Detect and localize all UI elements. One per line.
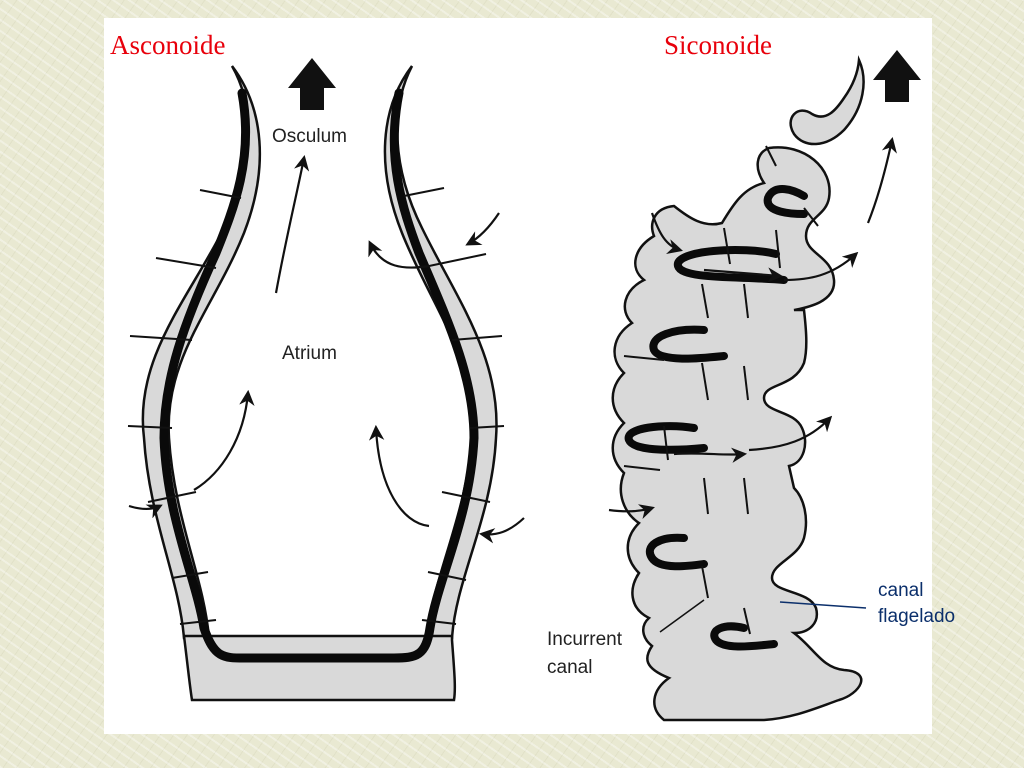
asconoid-left-segments <box>127 189 242 625</box>
osculum-arrow-icon <box>288 58 336 110</box>
osculum-label: Osculum <box>272 126 347 147</box>
syconoid-body <box>611 55 865 722</box>
asconoid-choanoderm <box>159 88 479 663</box>
canal-flagelado-leader <box>779 601 867 609</box>
canal-flagelado-label: canal flagelado <box>878 580 956 627</box>
asconoid-flow-arrows <box>128 58 525 544</box>
asconoid-right-segments <box>403 187 505 625</box>
syconoid-flow-arrows <box>608 50 921 519</box>
asconoid-right-wall <box>383 65 498 640</box>
asconoid-base <box>182 634 457 702</box>
incurrent-canal-label: Incurrent canal <box>547 629 622 678</box>
syconoid-title: Siconoide <box>664 30 772 60</box>
figure-panel: Asconoide Siconoide Osculum Atrium Incur… <box>104 18 955 734</box>
syconoid-segments <box>623 145 819 635</box>
asconoid-body <box>127 65 505 702</box>
syconoid-choanoderm <box>624 185 808 651</box>
atrium-label: Atrium <box>282 343 337 364</box>
syconoid-tip <box>789 55 865 146</box>
syconoid-osculum-arrow-icon <box>873 50 921 102</box>
incurrent-canal-leader <box>659 599 705 633</box>
syconoid-wall <box>611 146 863 722</box>
sponge-diagram <box>127 50 921 722</box>
asconoid-title: Asconoide <box>110 30 226 60</box>
